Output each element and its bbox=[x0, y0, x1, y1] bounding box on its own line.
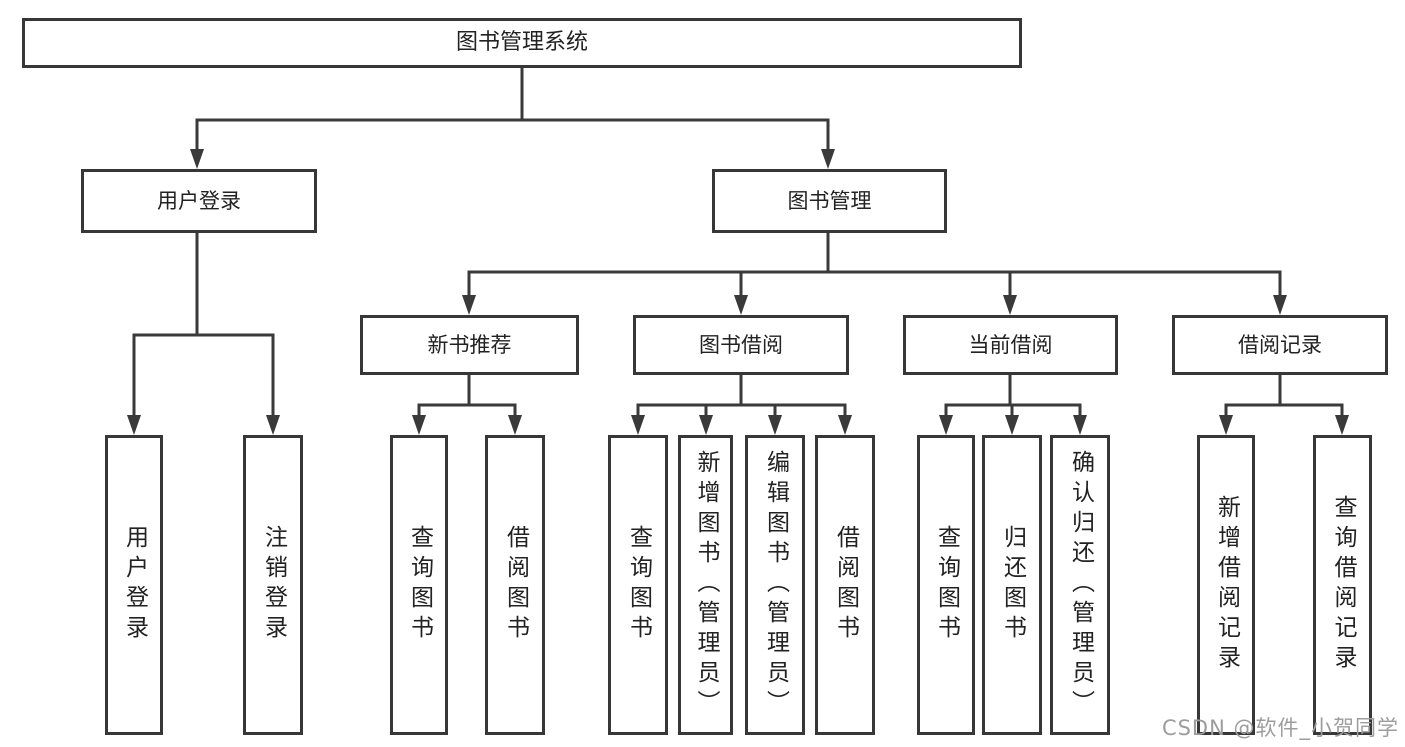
connector-root-to-level2 bbox=[190, 68, 835, 169]
leaf-query-books-current: 查询图书 bbox=[917, 435, 975, 735]
leaf-query-books-borrow: 查询图书 bbox=[608, 435, 668, 735]
node-book-borrow: 图书借阅 bbox=[633, 315, 849, 375]
node-new-book-recommend: 新书推荐 bbox=[360, 315, 579, 375]
leaf-query-books-recommend: 查询图书 bbox=[390, 435, 448, 735]
connector-new-book-recommend-to-leaves bbox=[412, 375, 522, 435]
leaf-add-book-admin: 新增图书（管理员） bbox=[678, 435, 733, 735]
leaf-add-borrow-record: 新增借阅记录 bbox=[1197, 435, 1255, 735]
connector-current-borrow-to-leaves bbox=[939, 375, 1087, 435]
leaf-logout: 注销登录 bbox=[243, 435, 303, 735]
leaf-query-borrow-record: 查询借阅记录 bbox=[1313, 435, 1372, 735]
connector-book-borrow-to-leaves bbox=[631, 375, 852, 435]
node-borrow-records: 借阅记录 bbox=[1172, 315, 1388, 375]
leaf-confirm-return-admin: 确认归还（管理员） bbox=[1050, 435, 1110, 735]
node-current-borrow: 当前借阅 bbox=[903, 315, 1118, 375]
node-book-management: 图书管理 bbox=[712, 169, 947, 233]
leaf-return-book: 归还图书 bbox=[982, 435, 1042, 735]
node-root: 图书管理系统 bbox=[22, 18, 1022, 68]
leaf-borrow-books: 借阅图书 bbox=[815, 435, 875, 735]
leaf-edit-book-admin: 编辑图书（管理员） bbox=[745, 435, 805, 735]
watermark: CSDN @软件_小贺同学 bbox=[1161, 716, 1399, 740]
node-user-login: 用户登录 bbox=[81, 169, 317, 233]
connector-borrow-records-to-leaves bbox=[1219, 375, 1349, 435]
connector-book-management-to-level3 bbox=[462, 233, 1287, 315]
leaf-borrow-books-recommend: 借阅图书 bbox=[485, 435, 545, 735]
connector-user-login-to-leaves bbox=[127, 233, 280, 435]
leaf-user-login: 用户登录 bbox=[105, 435, 163, 735]
